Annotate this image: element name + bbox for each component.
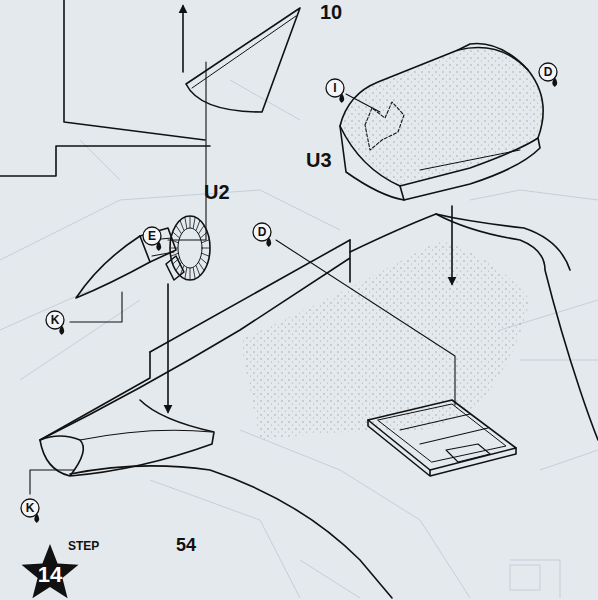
paint-code: E — [148, 230, 156, 242]
callout-circle — [44, 309, 76, 341]
part-number: 10 — [320, 2, 342, 22]
glue-callout: D — [251, 221, 283, 253]
paint-code: I — [333, 82, 336, 94]
part-number: 54 — [176, 536, 196, 554]
step-badge: STEP 14 — [6, 538, 116, 600]
step-number: 14 — [38, 564, 62, 586]
paint-code: K — [51, 314, 60, 326]
callout-circle — [537, 61, 569, 93]
callout-circle — [141, 225, 173, 257]
part-number: U2 — [204, 182, 230, 202]
callout-circle — [19, 497, 51, 529]
paint-code: K — [26, 502, 35, 514]
paint-code: D — [544, 66, 553, 78]
step-label: STEP — [68, 540, 99, 552]
glue-callout: K — [19, 497, 51, 529]
glue-callout: D — [537, 61, 569, 93]
part-number: U3 — [306, 150, 332, 170]
callout-circle — [251, 221, 283, 253]
paint-code: D — [258, 226, 267, 238]
glue-callout: I — [324, 77, 356, 109]
glue-callout: E — [141, 225, 173, 257]
callout-circle — [324, 77, 356, 109]
glue-callout: K — [44, 309, 76, 341]
